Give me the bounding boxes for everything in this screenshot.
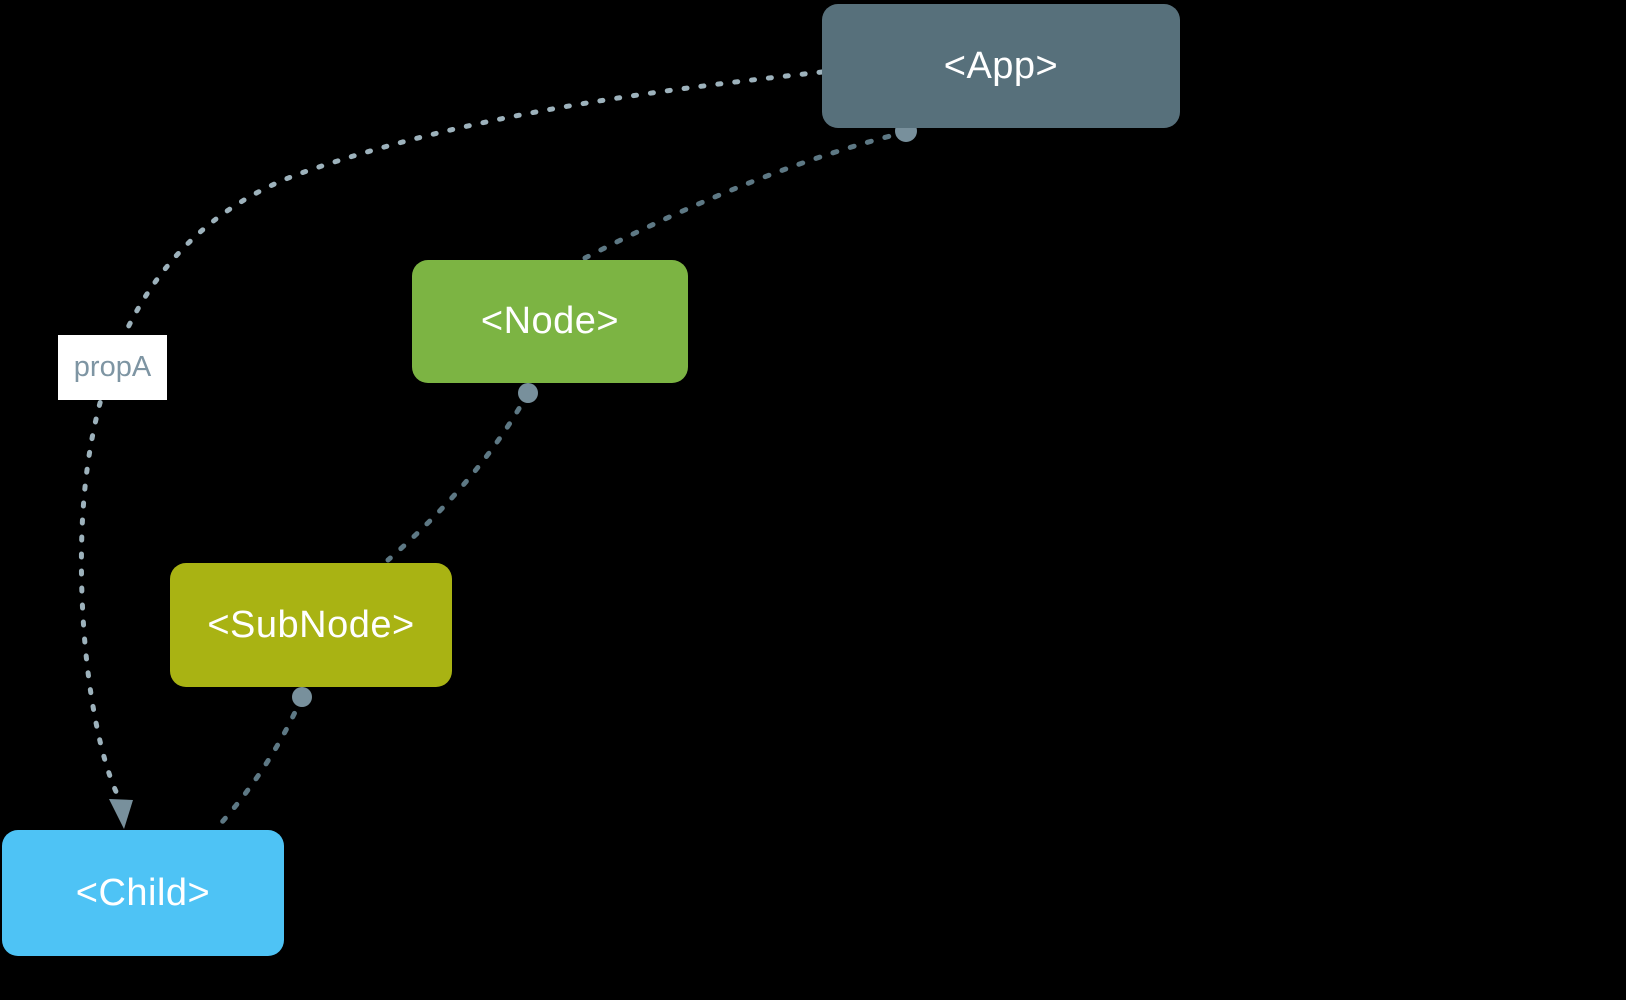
node-subnode: <SubNode> bbox=[170, 563, 452, 687]
node-node-label: <Node> bbox=[480, 300, 620, 342]
node-node: <Node> bbox=[412, 260, 688, 383]
node-app-label: <App> bbox=[943, 44, 1059, 87]
edge-subnode-child bbox=[211, 694, 305, 834]
node-child: <Child> bbox=[2, 830, 284, 956]
connector-dot-subnode bbox=[292, 687, 312, 707]
node-child-label: <Child> bbox=[75, 871, 211, 914]
node-subnode-label: <SubNode> bbox=[207, 603, 415, 646]
arrowhead-icon bbox=[109, 799, 133, 829]
edge-label-propA-text: propA bbox=[73, 351, 152, 383]
node-app: <App> bbox=[822, 4, 1180, 128]
edge-app-child-propA bbox=[78, 69, 825, 801]
edge-label-propA: propA bbox=[58, 335, 167, 400]
edge-node-subnode bbox=[385, 390, 531, 563]
edge-app-node bbox=[582, 129, 909, 261]
connector-dot-node bbox=[518, 383, 538, 403]
